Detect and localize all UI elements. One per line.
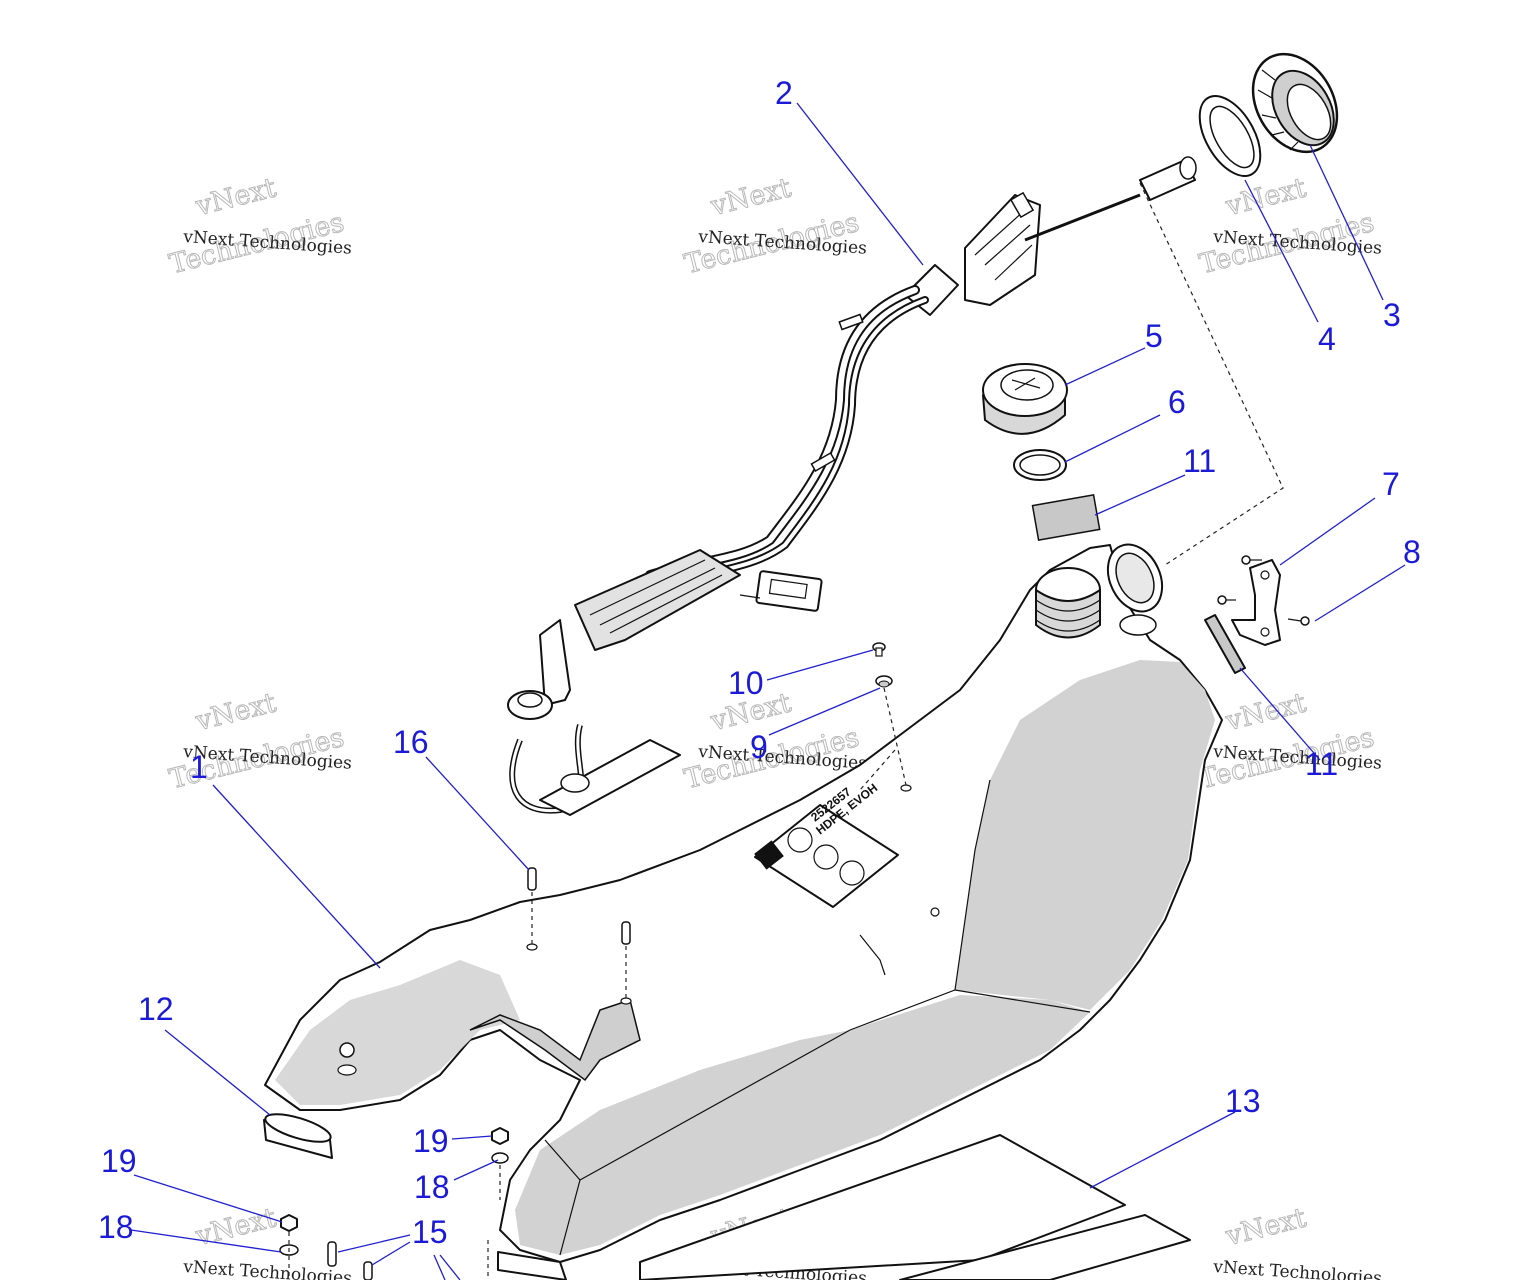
callout-11: 11 (1305, 746, 1338, 782)
callout-labels: 2 3 4 5 6 11 7 8 10 9 11 1 16 12 13 19 1… (98, 75, 1421, 1250)
callout-5: 5 (1145, 318, 1163, 354)
callout-10: 10 (728, 665, 764, 701)
callout-15: 15 (412, 1214, 448, 1250)
callout-18: 18 (414, 1169, 450, 1205)
bracket-screws (1217, 555, 1310, 626)
callout-16: 16 (393, 724, 429, 760)
tank-screw (872, 642, 886, 657)
callout-18: 18 (98, 1209, 134, 1245)
watermark-brand: vNext (192, 172, 279, 222)
callout-6: 6 (1168, 384, 1186, 420)
callout-7: 7 (1382, 466, 1400, 502)
watermark-small: vNext Technologies (1212, 1257, 1383, 1280)
watermark-brand: vNext (192, 687, 279, 737)
callout-19: 19 (413, 1123, 449, 1159)
callout-4: 4 (1318, 321, 1336, 357)
callout-8: 8 (1403, 534, 1421, 570)
foam-pad-side (1204, 614, 1246, 674)
callout-12: 12 (138, 991, 174, 1027)
pump-lock-ring (1251, 52, 1339, 154)
watermark-brand: vNext (1222, 687, 1309, 737)
callout-3: 3 (1383, 297, 1401, 333)
callout-1: 1 (190, 749, 208, 785)
fuel-tank: 2522657 HDPE, EVOH (264, 543, 1223, 1263)
fuel-pump-assembly (507, 156, 1197, 816)
leader-lines (130, 102, 1406, 1280)
bumper-pad (263, 1113, 567, 1280)
foam-pad (1031, 494, 1101, 541)
tank-pad (639, 1134, 1191, 1280)
fuel-cap (982, 363, 1068, 435)
callout-11: 11 (1183, 443, 1216, 479)
callout-19: 19 (101, 1143, 137, 1179)
callout-2: 2 (775, 75, 793, 111)
callout-13: 13 (1225, 1083, 1261, 1119)
watermark-brand: vNext (707, 172, 794, 222)
nuts-and-washers (279, 1127, 509, 1256)
watermark-brand: vNext (1222, 1202, 1309, 1252)
tank-grommet (875, 675, 893, 688)
fuel-cap-o-ring (1013, 449, 1067, 481)
tank-studs (327, 867, 631, 1280)
watermark-small: vNext Technologies (182, 1257, 353, 1280)
assembly-lines (288, 182, 1284, 1280)
callout-9: 9 (750, 729, 768, 765)
mounting-bracket (1231, 559, 1281, 646)
watermark-brand: vNext (1222, 172, 1309, 222)
pump-seal-gasket (1198, 95, 1262, 177)
